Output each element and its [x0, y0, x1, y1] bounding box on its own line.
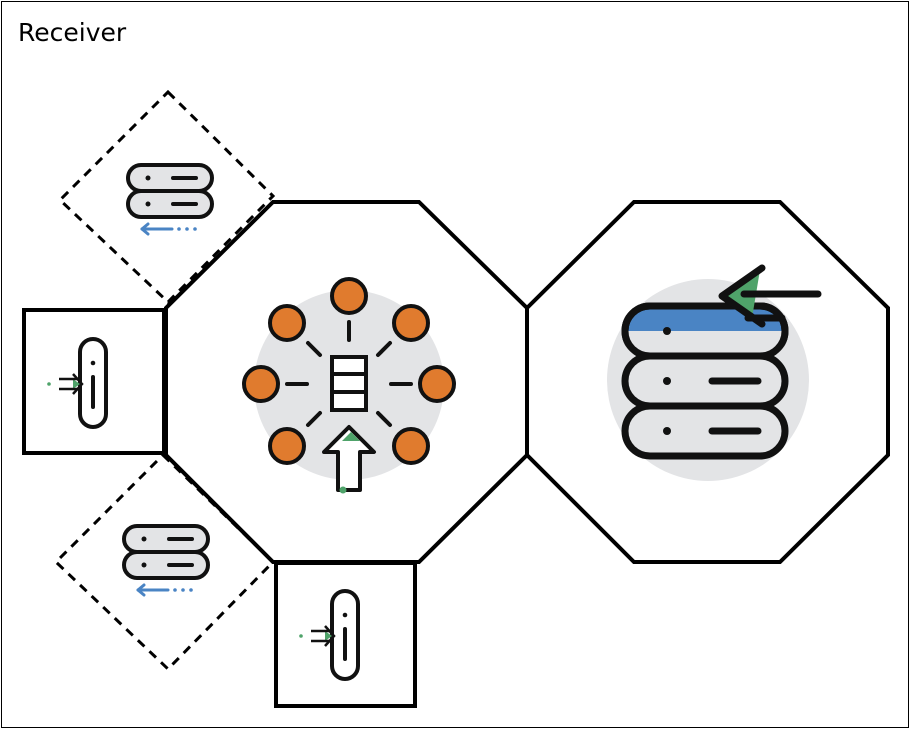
distribution-hub-icon: [242, 277, 456, 494]
input-port-icon: [299, 589, 360, 681]
database-incoming-icon: [607, 264, 822, 481]
server-output-icon: [126, 163, 214, 236]
diagram-title: Receiver: [18, 18, 127, 47]
server-output-icon: [122, 524, 210, 597]
optional-server-top-diamond: [57, 89, 276, 305]
input-port-icon: [47, 337, 108, 429]
